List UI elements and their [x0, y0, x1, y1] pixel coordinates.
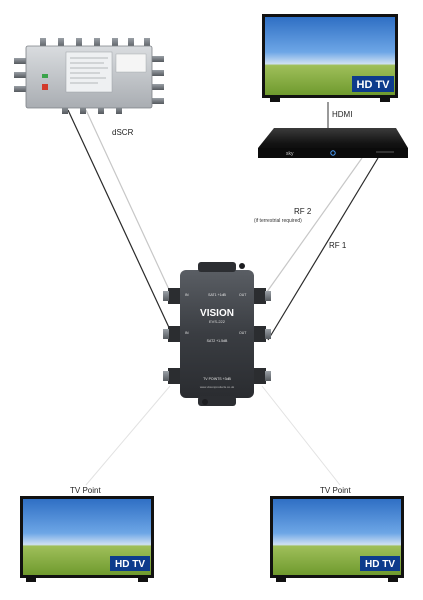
tv-bottom-left-stand-left [26, 578, 36, 582]
rf2-note: (if terrestrial required) [254, 218, 302, 224]
dscr-multiswitch [14, 38, 164, 114]
switch-website: www.visionproducts.co.uk [200, 385, 235, 389]
multiswitch-panel [65, 51, 113, 93]
set-top-box-logo: sky [286, 151, 294, 157]
cables [67, 102, 379, 486]
switch-model: EVS-222 [209, 319, 226, 324]
tv-bottom-left-badge-bg [110, 556, 150, 571]
rf2-label: RF 2 [294, 207, 312, 216]
switch-mount-top [198, 262, 236, 272]
dscr-label: dSCR [112, 128, 134, 137]
switch-screw-top [239, 263, 245, 269]
tv-bottom-left-badge: HD TV [115, 559, 145, 570]
tv-top-badge: HD TV [357, 79, 391, 91]
tv-bottom-right-stand-right [388, 578, 398, 582]
tv-bottom-left: HD TV [20, 496, 154, 582]
multiswitch-led-green [42, 74, 48, 78]
multiswitch-sticker [115, 53, 147, 73]
vision-switch: IN IN OUT OUT SAT1 +1dB SAT2 +1.5dB VISI… [163, 262, 271, 406]
tv-bottom-right-stand-left [276, 578, 286, 582]
switch-label-in-2: IN [185, 331, 189, 335]
dscr-cable-light [85, 109, 173, 297]
multiswitch-led-red [42, 84, 48, 90]
switch-label-in-1: IN [185, 293, 189, 297]
switch-port-sat2: SAT2 +1.5dB [207, 339, 228, 343]
tv-top-stand-right [380, 98, 390, 102]
tv-bottom-right-badge-bg [360, 556, 400, 571]
switch-left-connectors [163, 288, 182, 384]
switch-port-sat1: SAT1 +1dB [208, 293, 226, 297]
set-top-box-led [330, 150, 336, 156]
set-top-box: sky [258, 128, 408, 158]
tv-bottom-left-stand-right [138, 578, 148, 582]
tv-top-stand-left [270, 98, 280, 102]
multiswitch-bottom-connectors [62, 106, 122, 114]
multiswitch-left-connectors [14, 58, 28, 92]
rf1-cable-dark [267, 157, 379, 341]
tv-bottom-right-badge: HD TV [365, 559, 395, 570]
dscr-cable-dark [67, 109, 173, 335]
tv-top: HD TV [262, 14, 398, 102]
switch-port-tv: TV POINTS +3dB [203, 377, 231, 381]
tv-point-left-cable [85, 385, 171, 486]
tv-bottom-right: HD TV [270, 496, 404, 582]
tv-top-badge-bg [352, 76, 394, 92]
switch-label-out-2: OUT [239, 331, 247, 335]
rf2-cable-light [263, 157, 363, 297]
tv-point-right-cable [261, 385, 341, 486]
switch-brand: VISION [200, 308, 234, 319]
set-top-box-front [258, 148, 408, 158]
multiswitch-panel-print [70, 57, 108, 84]
tv-point-left-label: TV Point [70, 486, 101, 495]
multiswitch-top-connectors [40, 38, 150, 48]
set-top-box-slot [376, 151, 394, 153]
switch-screw-bottom [202, 399, 208, 405]
switch-body [180, 270, 254, 398]
switch-label-out-1: OUT [239, 293, 247, 297]
switch-right-connectors [252, 288, 271, 384]
multiswitch-right-connectors [150, 56, 164, 104]
rf1-label: RF 1 [329, 241, 347, 250]
tv-point-right-label: TV Point [320, 486, 351, 495]
hdmi-label: HDMI [332, 110, 353, 119]
